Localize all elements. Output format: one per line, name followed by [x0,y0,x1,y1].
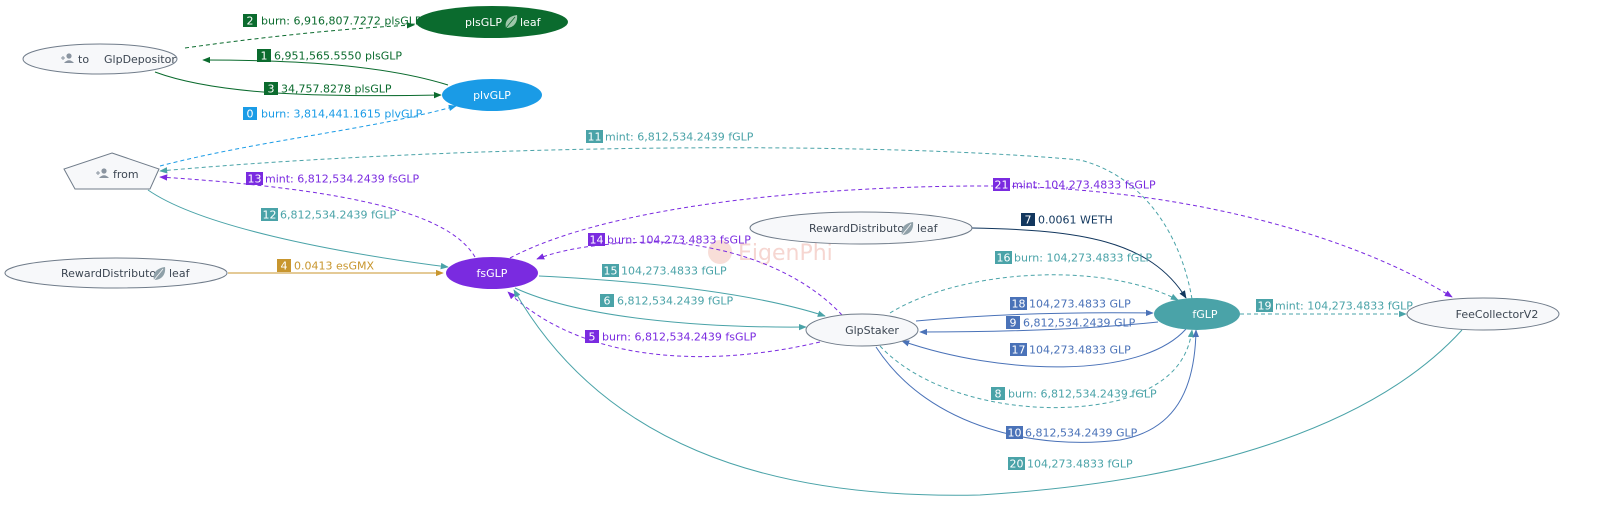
edge-2[interactable]: 2 burn: 6,916,807.7272 plsGLP [184,14,422,49]
edge-number: 20 [1010,458,1024,471]
edge-number: 14 [590,234,604,247]
edge-1[interactable]: 1 6,951,565.5550 plsGLP [202,49,449,86]
node-label: plsGLP [465,16,502,29]
leaf-icon [901,222,914,236]
node-label: from [113,168,139,181]
edge-label: burn: 104,273.4833 fGLP [1014,252,1152,265]
edge-3[interactable]: 3 34,757.8278 plsGLP [154,71,442,99]
user-icon [61,53,74,63]
edge-17[interactable]: 17 104,273.4833 GLP [901,328,1187,368]
edge-12[interactable]: 12 6,812,534.2439 fGLP [147,189,449,270]
edge-15[interactable]: 15 104,273.4833 fGLP [538,264,826,317]
edge-5[interactable]: 5 burn: 6,812,534.2439 fsGLP [507,291,821,358]
node-plsglp[interactable]: plsGLP leaf [416,6,568,38]
edge-label: 34,757.8278 plsGLP [281,83,392,96]
edge-number: 8 [995,388,1002,401]
edge-number: 11 [588,131,602,144]
node-label: plvGLP [473,89,511,102]
node-label: FeeCollectorV2 [1456,308,1539,321]
node-reward-distributor-mid[interactable]: RewardDistributor leaf [749,211,973,245]
edge-number: 7 [1025,214,1032,227]
edge-number: 0 [247,108,254,121]
edge-number: 16 [997,252,1011,265]
node-name: GlpDepositor [104,53,176,66]
edge-label: 104,273.4833 fGLP [1027,458,1133,471]
edge-number: 1 [261,50,268,63]
node-plvglp[interactable]: plvGLP [442,79,542,111]
edge-4[interactable]: 4 0.0413 esGMX [228,259,444,277]
edge-label: 104,273.4833 fGLP [621,265,727,278]
node-suffix: leaf [917,222,939,235]
edge-6[interactable]: 6 6,812,534.2439 fGLP [514,287,807,331]
edge-label: mint: 6,812,534.2439 fGLP [605,131,754,144]
edge-number: 19 [1258,300,1272,313]
edge-label: 6,812,534.2439 GLP [1023,317,1136,330]
node-fsglp[interactable]: fsGLP [446,257,538,289]
edge-label: 0.0413 esGMX [294,260,374,273]
edge-9[interactable]: 9 6,812,534.2439 GLP [919,316,1159,336]
node-label: to [78,53,89,66]
edge-label: mint: 6,812,534.2439 fsGLP [265,173,419,186]
node-glpstaker[interactable]: GlpStaker [805,313,919,347]
edge-label: 0.0061 WETH [1038,214,1113,227]
edge-number: 21 [995,179,1009,192]
edge-label: 6,812,534.2439 fGLP [617,295,733,308]
node-label: RewardDistributor [61,267,161,280]
edge-label: mint: 104,273.4833 fsGLP [1012,179,1156,192]
node-label: fGLP [1192,308,1218,321]
leaf-icon [505,15,518,29]
edge-16[interactable]: 16 burn: 104,273.4833 fGLP [889,251,1179,314]
edge-label: 6,951,565.5550 plsGLP [274,50,402,63]
edge-14[interactable]: 14 burn: 104,273.4833 fsGLP [536,233,843,316]
node-suffix: leaf [169,267,191,280]
edge-0[interactable]: 0 burn: 3,814,441.1615 plvGLP [159,104,457,167]
edge-19[interactable]: 19 mint: 104,273.4833 fGLP [1240,299,1413,318]
edge-20[interactable]: 20 104,273.4833 fGLP [513,289,1463,496]
node-label: RewardDistributor [809,222,909,235]
edge-7[interactable]: 7 0.0061 WETH [971,213,1187,299]
edge-18[interactable]: 18 104,273.4833 GLP [915,297,1154,322]
node-suffix: leaf [520,16,542,29]
edge-11[interactable]: 11 mint: 6,812,534.2439 fGLP [159,130,1193,300]
edge-label: mint: 104,273.4833 fGLP [1275,300,1413,313]
node-fglp[interactable]: fGLP [1154,298,1240,330]
node-label: GlpStaker [845,324,899,337]
edge-number: 5 [589,331,596,344]
edge-label: 6,812,534.2439 GLP [1025,427,1138,440]
edge-number: 6 [604,295,611,308]
edge-label: burn: 6,812,534.2439 fsGLP [602,331,757,344]
edge-number: 12 [263,209,277,222]
edge-label: 104,273.4833 GLP [1029,344,1131,357]
edge-number: 13 [248,173,262,186]
edge-label: burn: 6,812,534.2439 fGLP [1008,388,1157,401]
edge-number: 18 [1012,298,1026,311]
node-from[interactable]: from [63,152,160,190]
edge-label: burn: 104,273.4833 fsGLP [607,234,751,247]
node-feecollectorv2[interactable]: FeeCollectorV2 [1406,297,1560,331]
edge-label: burn: 3,814,441.1615 plvGLP [261,108,423,121]
edge-label: 6,812,534.2439 fGLP [280,209,396,222]
edge-number: 9 [1010,317,1017,330]
edge-number: 17 [1012,344,1026,357]
node-label: fsGLP [477,267,508,280]
edge-21[interactable]: 21 mint: 104,273.4833 fsGLP [509,178,1453,298]
edge-label: 104,273.4833 GLP [1029,298,1131,311]
watermark: EigenPhi [708,240,833,266]
edge-number: 2 [247,15,254,28]
edge-13[interactable]: 13 mint: 6,812,534.2439 fsGLP [159,172,476,258]
watermark-text: EigenPhi [738,241,833,266]
edge-8[interactable]: 8 burn: 6,812,534.2439 fGLP [879,329,1195,409]
edge-number: 4 [281,260,288,273]
edge-number: 10 [1008,427,1022,440]
edge-number: 15 [604,265,618,278]
node-to-glpdepositor[interactable]: to GlpDepositor [22,43,178,75]
node-reward-distributor-left[interactable]: RewardDistributor leaf [4,257,228,289]
edge-label: burn: 6,916,807.7272 plsGLP [261,15,422,28]
user-icon [96,168,109,178]
edge-10[interactable]: 10 6,812,534.2439 GLP [875,329,1200,443]
edge-number: 3 [268,83,275,96]
leaf-icon [153,267,166,281]
